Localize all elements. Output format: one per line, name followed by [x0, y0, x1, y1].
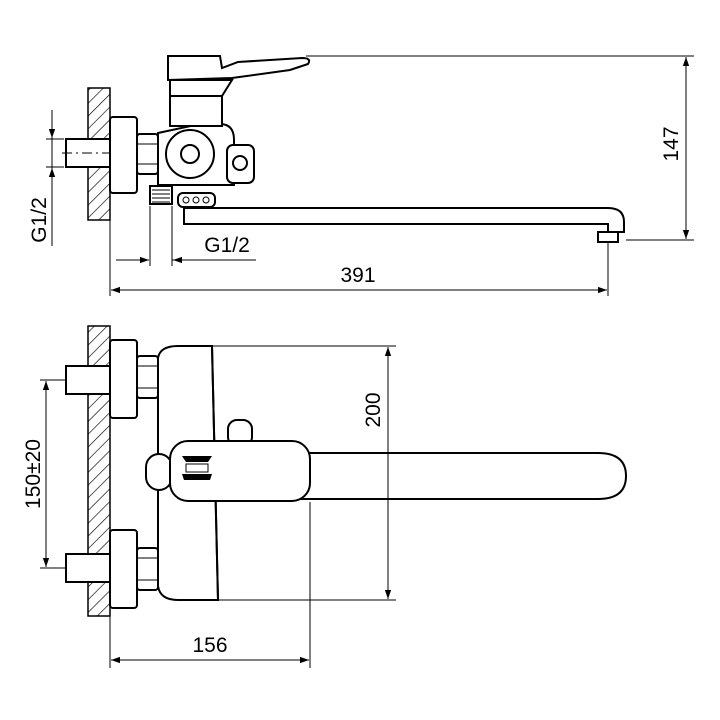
- dim-height: 147: [660, 126, 683, 161]
- shower-outlet: [149, 185, 173, 205]
- spout-front: [299, 452, 628, 500]
- inlet-pipe-lower: [65, 553, 113, 583]
- brand-logo: [182, 456, 212, 480]
- wall-flange: [109, 116, 138, 194]
- dim-body-height: 200: [362, 392, 385, 427]
- aerator: [597, 231, 619, 243]
- dim-length: 391: [340, 264, 375, 287]
- side-plug: [226, 144, 255, 184]
- dim-spacing: 150±20: [22, 439, 45, 509]
- nut-upper: [136, 355, 159, 399]
- wall-section-front: [87, 325, 111, 617]
- dim-thread-vertical: G1/2: [28, 197, 51, 243]
- side-view: G1/2 G1/2 391 147: [28, 55, 694, 296]
- union-nut: [136, 133, 159, 175]
- dim-thread-horizontal: G1/2: [204, 234, 250, 257]
- dim-depth: 156: [192, 634, 227, 657]
- lever-handle: [167, 55, 311, 82]
- handle-stub: [145, 453, 173, 491]
- cartridge-body: [169, 79, 234, 127]
- nut-lower: [136, 547, 159, 591]
- diverter-circle: [165, 129, 215, 179]
- spout: [183, 207, 625, 233]
- flange-lower: [109, 529, 138, 609]
- inlet-pipe-upper: [65, 365, 113, 395]
- front-view: 200 150±20 156: [22, 325, 628, 668]
- flange-upper: [109, 339, 138, 419]
